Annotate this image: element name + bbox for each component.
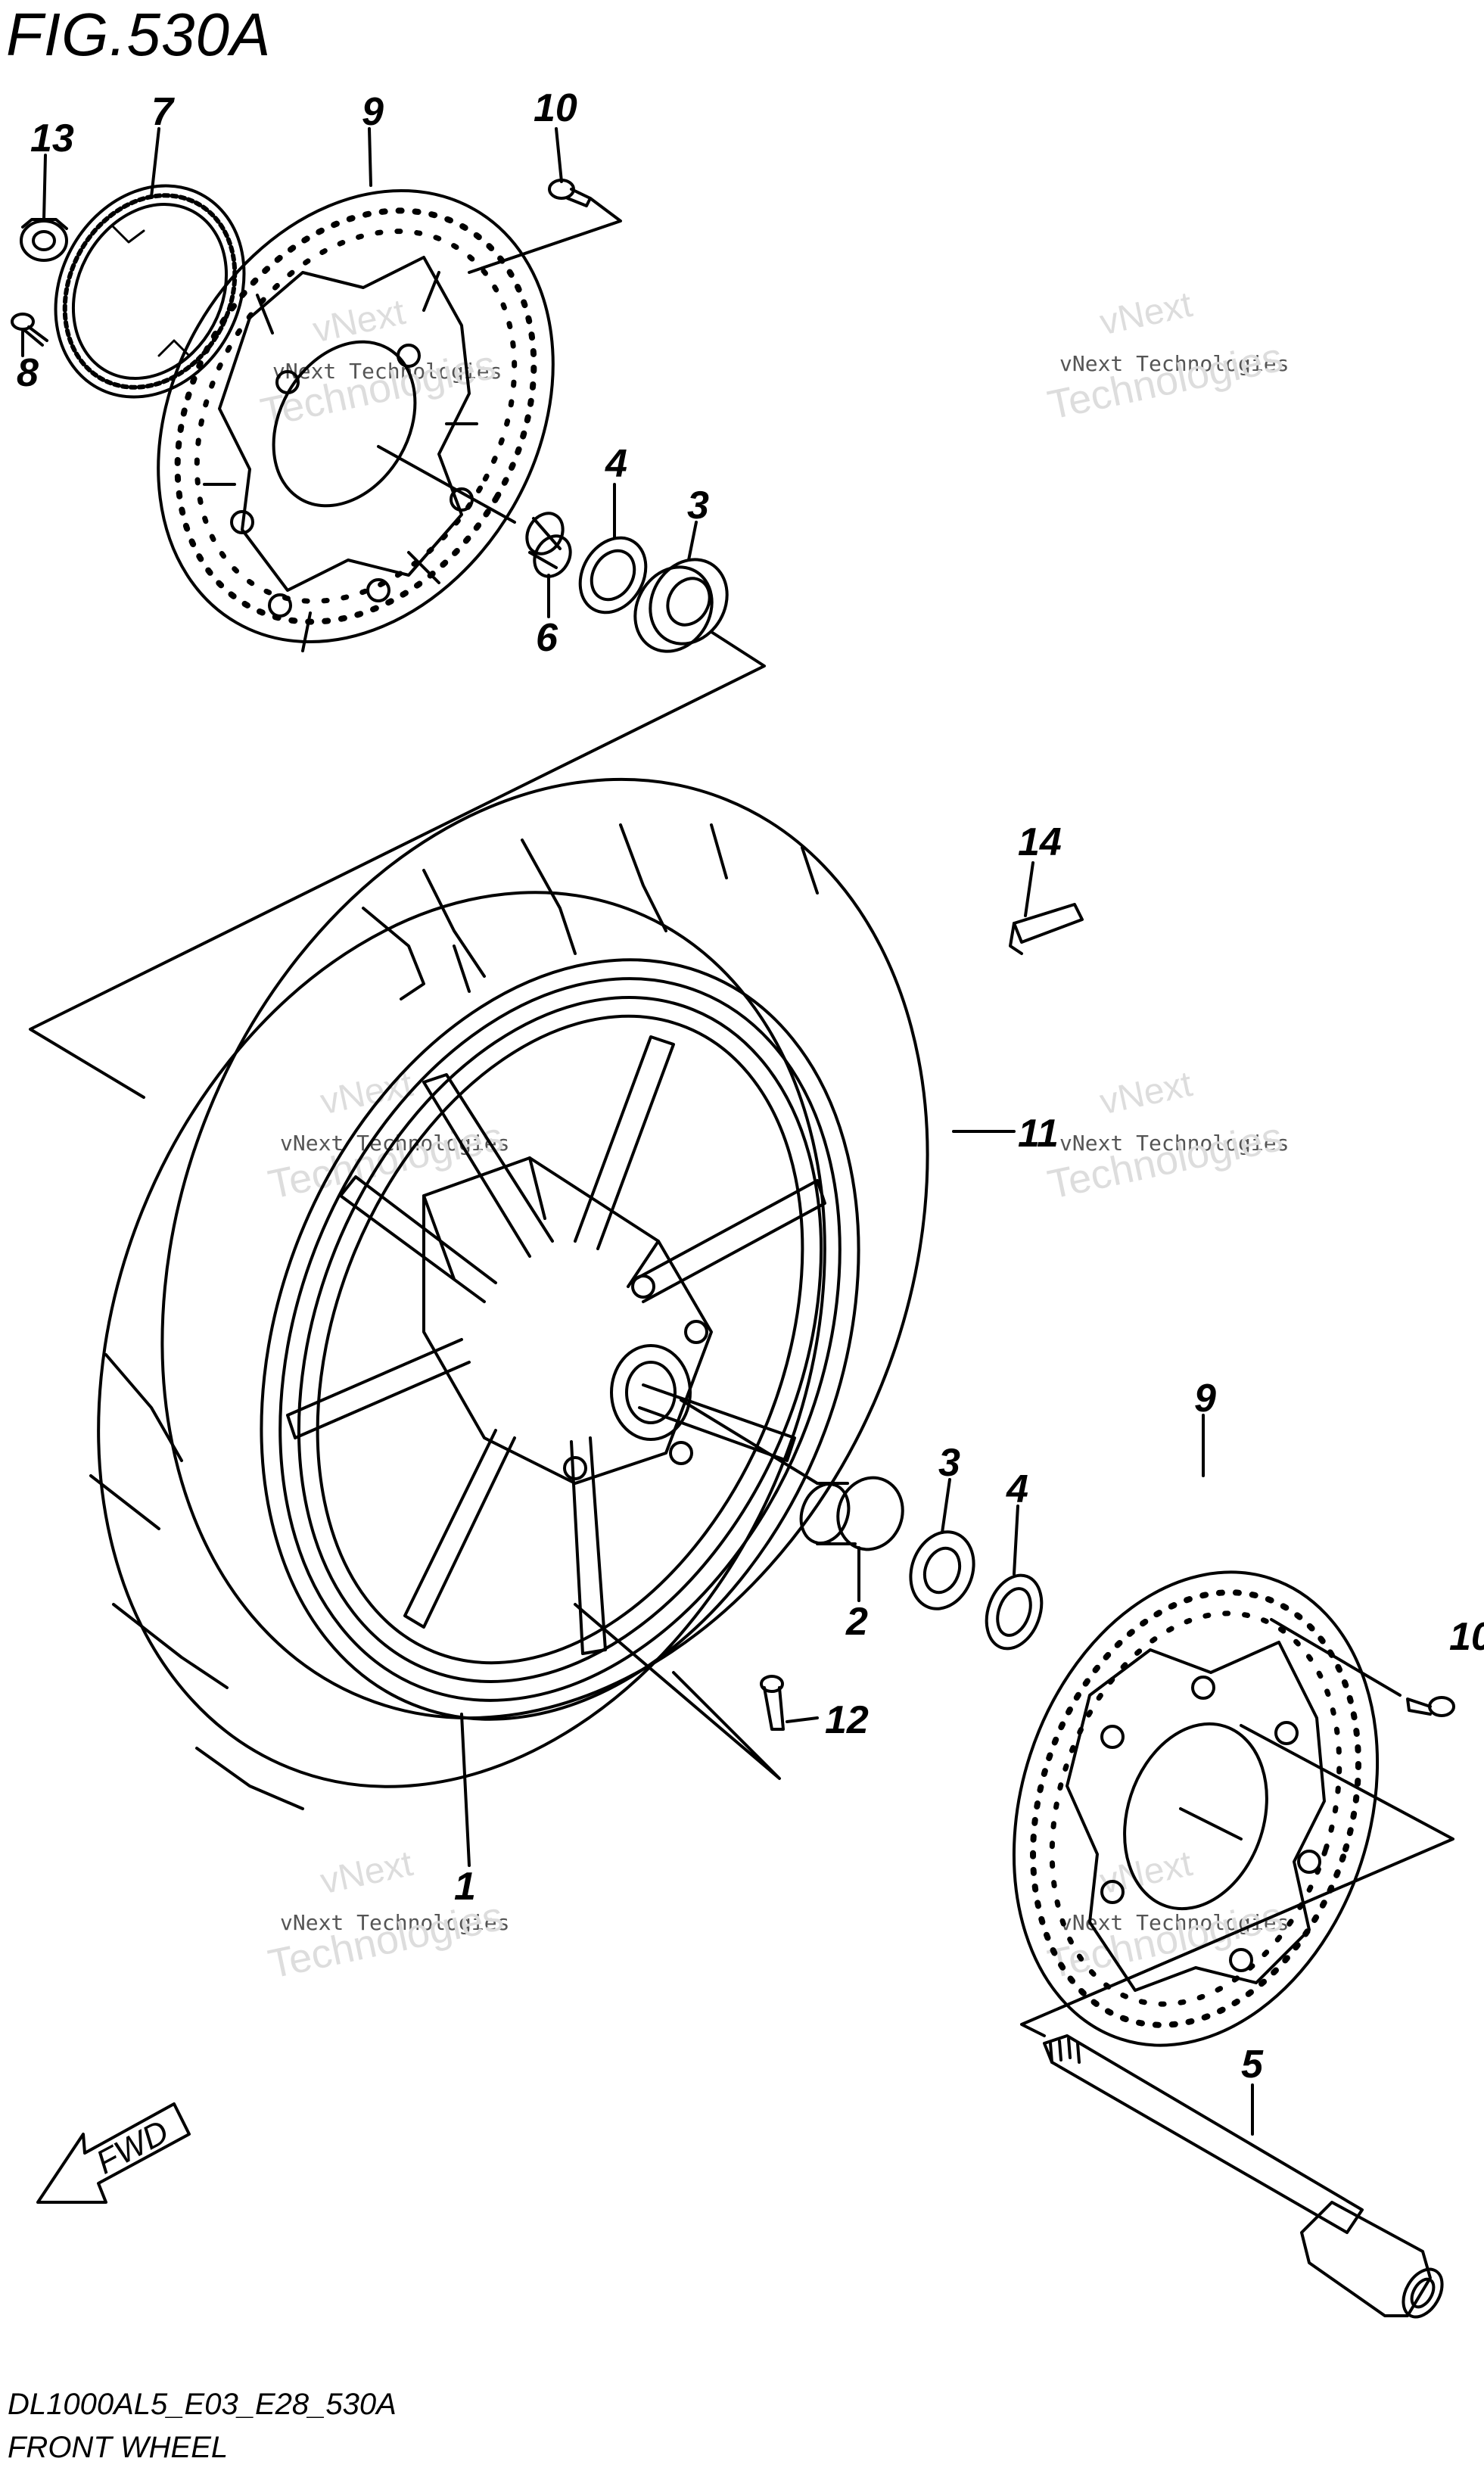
part-9-lower-brake-disc <box>1012 1570 1380 2047</box>
bracket-upper-10 <box>468 197 622 274</box>
bracket-lower-bolt <box>1270 1618 1402 1697</box>
bracket-upper-axle <box>29 630 766 1099</box>
wheel-hub <box>422 1156 713 1485</box>
callout-7: 7 <box>151 90 175 134</box>
watermark-line1: vNext Technologies <box>280 1910 509 1935</box>
leader-upper-hub <box>377 445 516 524</box>
part-13-nut <box>20 218 68 262</box>
figure-title: FIG.530A <box>6 1 272 68</box>
bracket-valve <box>574 1603 781 1780</box>
callout-1: 1 <box>454 1865 476 1909</box>
fwd-label: FWD <box>90 2113 174 2181</box>
callout-2: 2 <box>845 1600 868 1644</box>
fwd-arrow <box>36 2102 191 2204</box>
callout-9a: 9 <box>362 90 384 134</box>
callout-9b: 9 <box>1194 1377 1216 1420</box>
callout-13: 13 <box>30 117 74 160</box>
part-7-abs-sensor-ring <box>54 184 246 399</box>
bracket-lower-disc <box>1020 1724 1454 2037</box>
callout-12: 12 <box>825 1698 869 1742</box>
callout-10a: 10 <box>534 86 577 130</box>
watermark-line1: vNext Technologies <box>1059 1910 1289 1935</box>
watermark-2: vNext Technologies vNext Technologies <box>1044 285 1289 428</box>
watermarks: vNext Technologies vNext Technologies vN… <box>257 285 1289 1987</box>
leader-4b <box>1013 1504 1019 1576</box>
callout-3a: 3 <box>687 484 709 527</box>
watermark-line2: vNext <box>1097 1064 1196 1122</box>
part-3-lower-bearing <box>909 1530 975 1610</box>
part-4-oil-seal <box>578 536 648 615</box>
watermark-line1: vNext Technologies <box>1059 351 1289 376</box>
leader-3b <box>941 1478 951 1534</box>
watermark-4: vNext Technologies vNext Technologies <box>1044 1064 1289 1208</box>
diagram-name: FRONT WHEEL <box>8 2431 229 2464</box>
watermark-line3: Technologies <box>1044 1114 1286 1208</box>
leader-lower-disc-hub <box>1179 1807 1243 1841</box>
part-10-upper-disc-bolt <box>548 179 592 207</box>
leader-7 <box>150 127 160 198</box>
part-12-air-valve <box>760 1675 785 1731</box>
part-9-upper-brake-disc <box>157 188 555 652</box>
leader-valve <box>786 1716 819 1723</box>
callout-11: 11 <box>1018 1112 1059 1156</box>
leader-14 <box>1024 861 1034 917</box>
watermark-line3: Technologies <box>257 342 499 436</box>
callouts: 13 7 9 10 8 4 3 6 14 11 9 3 4 10 2 12 1 … <box>17 86 1484 2086</box>
callout-4b: 4 <box>1006 1467 1028 1511</box>
callout-3b: 3 <box>938 1441 960 1485</box>
callout-10b: 10 <box>1449 1615 1484 1659</box>
part-6-spacer <box>525 512 572 578</box>
callout-8: 8 <box>17 351 39 395</box>
watermark-line2: vNext <box>317 1844 416 1902</box>
callout-6: 6 <box>536 616 558 660</box>
watermark-line3: Technologies <box>1044 335 1286 428</box>
diagram-code: DL1000AL5_E03_E28_530A <box>8 2388 397 2421</box>
leader-1 <box>460 1713 471 1867</box>
watermark-line2: vNext <box>1097 285 1196 343</box>
part-10-lower-disc-bolt <box>1406 1696 1455 1717</box>
part-14-balance-weight <box>1009 903 1084 955</box>
part-5-front-axle <box>1043 2034 1444 2319</box>
leader-13 <box>42 154 47 221</box>
part-8-bolt <box>11 313 48 347</box>
leader-hub-to-spacer <box>680 1399 819 1485</box>
callout-4a: 4 <box>605 442 627 486</box>
part-4-lower-seal <box>985 1573 1044 1651</box>
leader-3a <box>687 521 698 562</box>
leader-10a <box>555 127 563 183</box>
watermark-line1: vNext Technologies <box>1059 1131 1289 1156</box>
part-11-tire <box>89 777 929 1810</box>
part-3-bearing <box>633 558 729 653</box>
callout-5: 5 <box>1241 2043 1264 2086</box>
leader-9a <box>368 127 372 187</box>
callout-14: 14 <box>1018 820 1062 864</box>
part-1-wheel-rim <box>260 958 860 1721</box>
